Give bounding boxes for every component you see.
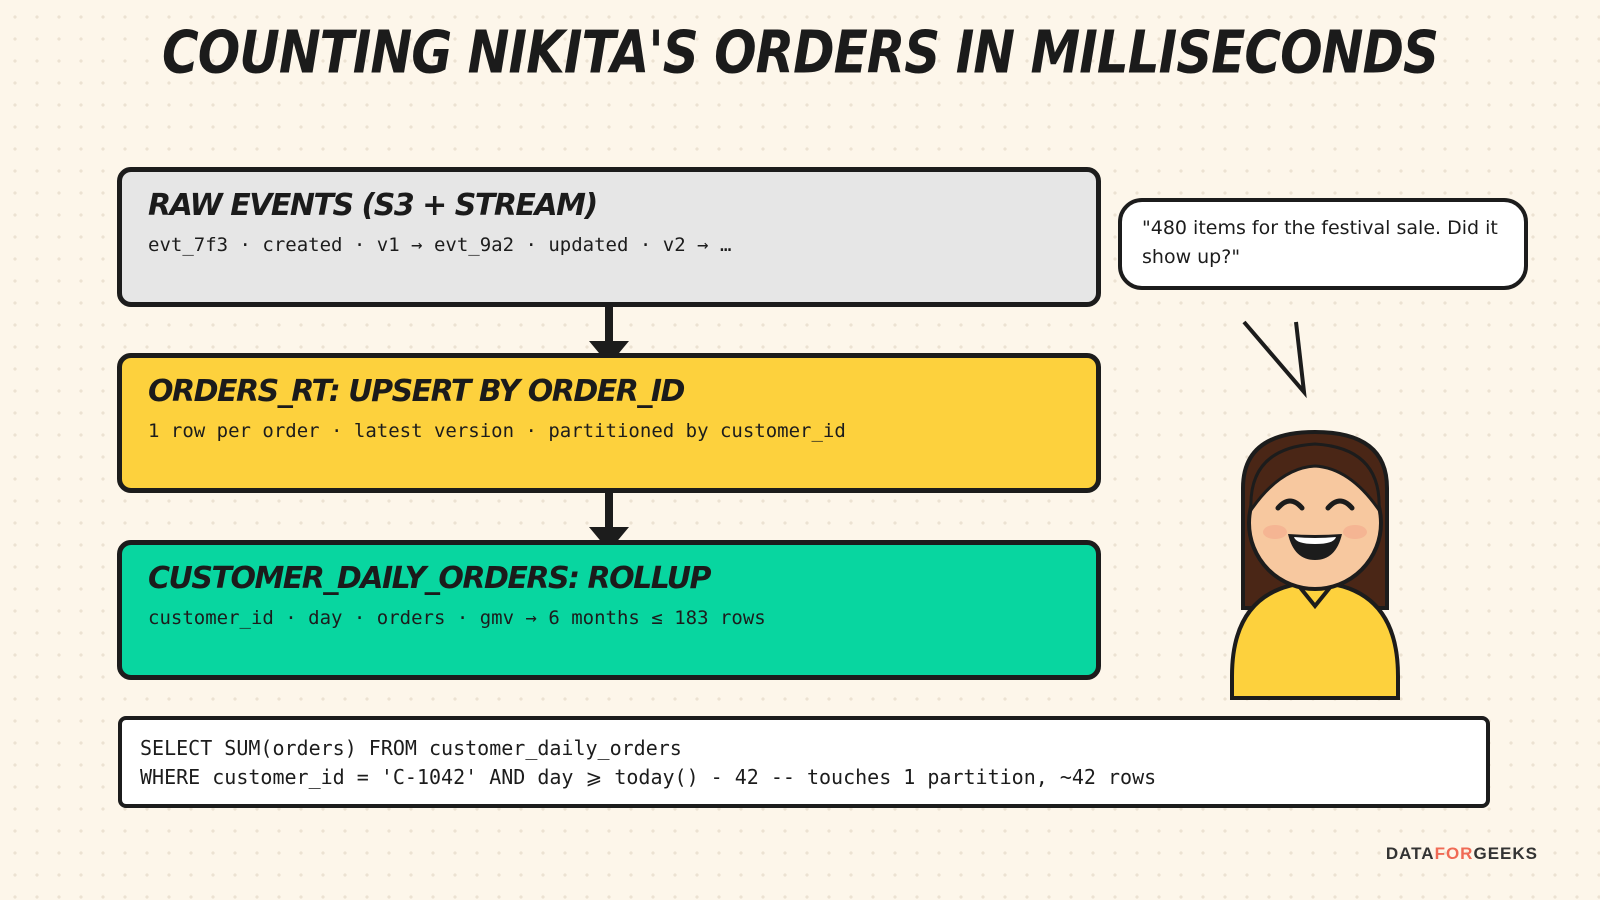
sql-query-box: SELECT SUM(orders) FROM customer_daily_o… — [118, 716, 1490, 808]
down-arrow-icon — [589, 491, 629, 551]
logo-part-data: DATA — [1385, 844, 1435, 863]
customer-daily-orders-title: CUSTOMER_DAILY_ORDERS: ROLLUP — [148, 561, 712, 596]
sql-query-line: WHERE customer_id = 'C-1042' AND day ⩾ t… — [140, 765, 1157, 789]
smiling-person-icon — [1230, 429, 1400, 700]
diagram-title: COUNTING NIKITA'S ORDERS IN MILLISECONDS — [162, 18, 1439, 87]
raw-events-title: RAW EVENTS (S3 + STREAM) — [148, 188, 598, 223]
speech-bubble: "480 items for the festival sale. Did it… — [1118, 198, 1528, 290]
brand-logo: DATAFORGEEKS — [1386, 844, 1538, 864]
raw-events-box: RAW EVENTS (S3 + STREAM) evt_7f3 · creat… — [117, 167, 1101, 307]
raw-events-description: evt_7f3 · created · v1 → evt_9a2 · updat… — [148, 234, 732, 256]
orders-rt-description: 1 row per order · latest version · parti… — [148, 420, 846, 442]
orders-rt-title: ORDERS_RT: UPSERT BY ORDER_ID — [148, 374, 685, 409]
customer-daily-orders-box: CUSTOMER_DAILY_ORDERS: ROLLUP customer_i… — [117, 540, 1101, 680]
speech-bubble-tail — [1242, 320, 1307, 399]
orders-rt-box: ORDERS_RT: UPSERT BY ORDER_ID 1 row per … — [117, 353, 1101, 493]
customer-daily-orders-description: customer_id · day · orders · gmv → 6 mon… — [148, 607, 766, 629]
logo-part-geeks: GEEKS — [1473, 844, 1538, 863]
sql-query-line: SELECT SUM(orders) FROM customer_daily_o… — [140, 736, 682, 760]
logo-part-for: FOR — [1434, 844, 1474, 863]
